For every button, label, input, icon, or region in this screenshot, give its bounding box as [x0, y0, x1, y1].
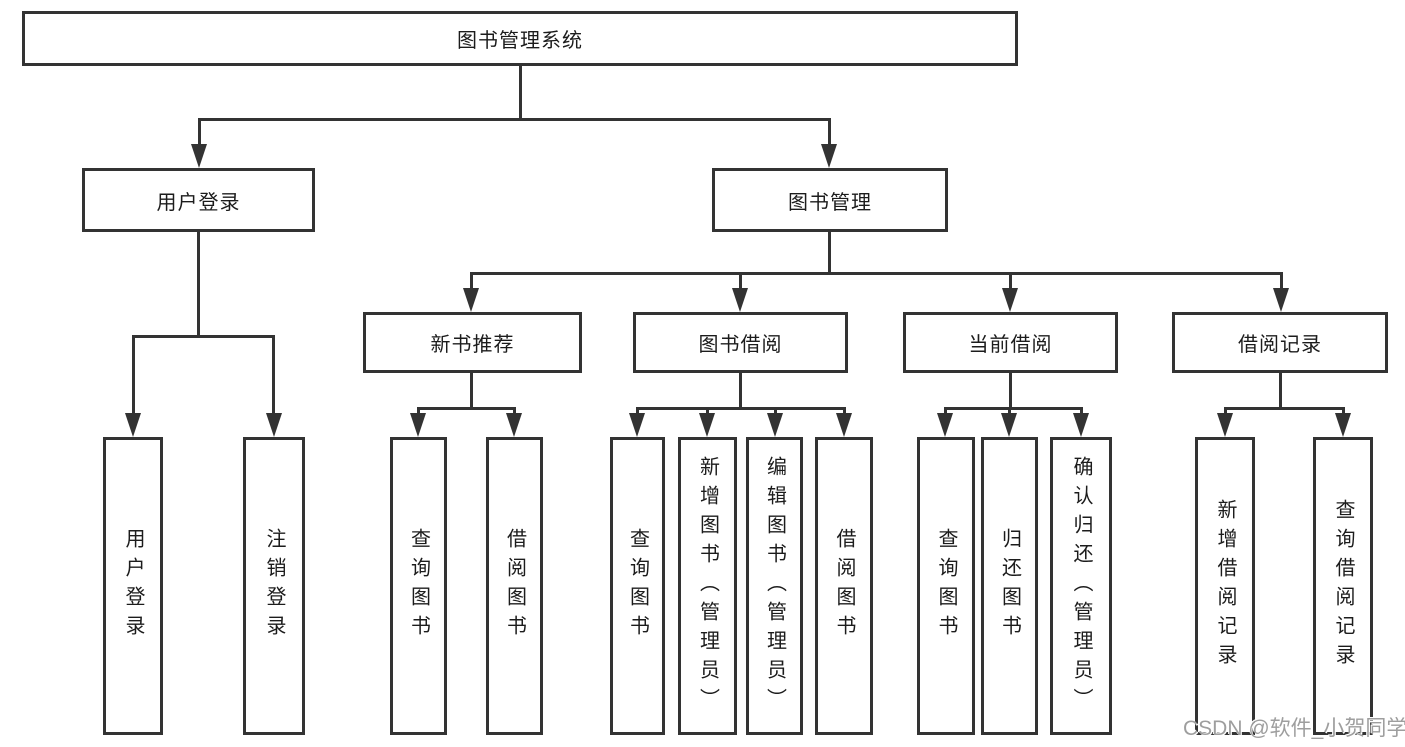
arrow-down-icon [937, 413, 953, 437]
connector-drop [417, 407, 420, 417]
leaf-label: 借阅图书 [503, 528, 526, 644]
connector-drop [1008, 407, 1011, 417]
leaf-user-login: 用户登录 [103, 437, 163, 735]
leaf-query-borrow-record: 查询借阅记录 [1313, 437, 1373, 735]
leaf-label: 查询图书 [407, 528, 430, 644]
arrow-down-icon [266, 413, 282, 437]
leaf-add-book-admin: 新增图书（管理员） [678, 437, 737, 735]
leaf-logout: 注销登录 [243, 437, 305, 735]
leaf-label: 查询借阅记录 [1332, 499, 1354, 673]
arrow-down-icon [1001, 413, 1017, 437]
connector-drop [774, 407, 777, 417]
connector-user-login-riser [197, 232, 200, 335]
node-borrowing-records: 借阅记录 [1172, 312, 1388, 373]
leaf-borrow-books-recommend: 借阅图书 [486, 437, 543, 735]
arrow-down-icon [410, 413, 426, 437]
node-book-borrowing: 图书借阅 [633, 312, 848, 373]
arrow-down-icon [821, 144, 837, 168]
connector-borrowing-records-bar [1224, 407, 1345, 410]
connector-level2-bar [198, 118, 831, 121]
connector-drop-new-book [470, 272, 473, 290]
connector-current-borrowing-bar [944, 407, 1083, 410]
connector-drop-user-login [198, 118, 201, 146]
node-book-management: 图书管理 [712, 168, 948, 232]
leaf-edit-book-admin: 编辑图书（管理员） [746, 437, 803, 735]
leaf-label: 确认归还（管理员） [1070, 455, 1092, 717]
node-user-login: 用户登录 [82, 168, 315, 232]
arrow-down-icon [1335, 413, 1351, 437]
leaf-query-books-current: 查询图书 [917, 437, 975, 735]
leaf-add-borrow-record: 新增借阅记录 [1195, 437, 1255, 735]
arrow-down-icon [767, 413, 783, 437]
node-current-borrowing: 当前借阅 [903, 312, 1118, 373]
leaf-label: 查询图书 [935, 528, 957, 644]
arrow-down-icon [629, 413, 645, 437]
connector-book-borrowing-riser [739, 373, 742, 407]
connector-drop-book-borrowing [739, 272, 742, 290]
leaf-label: 注销登录 [263, 528, 285, 644]
connector-drop [843, 407, 846, 417]
connector-new-book-bar [417, 407, 516, 410]
arrow-down-icon [1073, 413, 1089, 437]
leaf-label: 用户登录 [122, 528, 144, 644]
leaf-query-books-borrowing: 查询图书 [610, 437, 665, 735]
leaf-label: 编辑图书（管理员） [763, 455, 786, 717]
arrow-down-icon [506, 413, 522, 437]
connector-root-riser [519, 66, 522, 118]
connector-drop-leaf-logout [272, 335, 275, 415]
leaf-label: 归还图书 [998, 528, 1021, 644]
connector-drop [636, 407, 639, 417]
leaf-label: 新增借阅记录 [1214, 499, 1236, 673]
leaf-return-books: 归还图书 [981, 437, 1038, 735]
leaf-confirm-return-admin: 确认归还（管理员） [1050, 437, 1112, 735]
connector-drop [1342, 407, 1345, 417]
leaf-label: 借阅图书 [833, 528, 855, 644]
arrow-down-icon [125, 413, 141, 437]
arrow-down-icon [836, 413, 852, 437]
arrow-down-icon [699, 413, 715, 437]
node-library-management-system: 图书管理系统 [22, 11, 1018, 66]
connector-drop-leaf-user-login [132, 335, 135, 415]
connector-drop-book-management [828, 118, 831, 146]
leaf-borrow-books-borrowing: 借阅图书 [815, 437, 873, 735]
connector-book-management-riser [828, 232, 831, 272]
connector-drop [944, 407, 947, 417]
arrow-down-icon [463, 288, 479, 312]
node-new-book-recommendation: 新书推荐 [363, 312, 582, 373]
connector-current-borrowing-riser [1009, 373, 1012, 407]
connector-new-book-riser [470, 373, 473, 407]
arrow-down-icon [732, 288, 748, 312]
connector-drop [1080, 407, 1083, 417]
connector-book-borrowing-bar [636, 407, 846, 410]
connector-drop [706, 407, 709, 417]
leaf-label: 查询图书 [626, 528, 649, 644]
csdn-watermark: CSDN @软件_小贺同学 [1183, 717, 1405, 740]
arrow-down-icon [1273, 288, 1289, 312]
arrow-down-icon [1217, 413, 1233, 437]
connector-drop-current-borrowing [1009, 272, 1012, 290]
connector-borrowing-records-riser [1279, 373, 1282, 407]
connector-drop-borrowing-records [1280, 272, 1283, 290]
arrow-down-icon [191, 144, 207, 168]
arrow-down-icon [1002, 288, 1018, 312]
connector-user-login-bar [132, 335, 275, 338]
connector-drop [513, 407, 516, 417]
connector-drop [1224, 407, 1227, 417]
leaf-query-books-recommend: 查询图书 [390, 437, 447, 735]
connector-level3-bar [470, 272, 1283, 275]
leaf-label: 新增图书（管理员） [696, 455, 719, 717]
